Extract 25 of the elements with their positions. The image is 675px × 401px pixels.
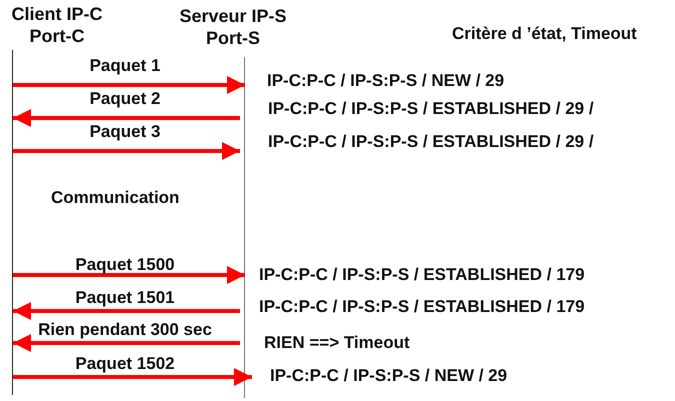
state-text: IP-C:P-C / IP-S:P-S / ESTABLISHED / 29 / xyxy=(268,132,594,152)
arrow xyxy=(13,142,240,160)
arrow xyxy=(13,109,240,127)
state-text: IP-C:P-C / IP-S:P-S / NEW / 29 xyxy=(270,366,508,386)
column-header: Critère d ’état, Timeout xyxy=(452,24,637,44)
edge-label: Paquet 1502 xyxy=(75,354,175,374)
state-text: IP-C:P-C / IP-S:P-S / ESTABLISHED / 179 xyxy=(259,297,585,317)
arrow xyxy=(13,76,245,94)
participant-header: Serveur IP-S Port-S xyxy=(178,5,288,49)
arrow xyxy=(13,334,240,352)
arrow xyxy=(13,266,245,284)
state-text: IP-C:P-C / IP-S:P-S / ESTABLISHED / 29 / xyxy=(268,99,594,119)
edge-label: Paquet 3 xyxy=(90,122,160,142)
arrow xyxy=(13,368,252,386)
section-label: Communication xyxy=(51,188,180,208)
state-text: RIEN ==> Timeout xyxy=(264,333,410,353)
state-text: IP-C:P-C / IP-S:P-S / NEW / 29 xyxy=(267,71,504,91)
state-text: IP-C:P-C / IP-S:P-S / ESTABLISHED / 179 xyxy=(259,265,585,285)
edge-label: Paquet 2 xyxy=(90,89,160,109)
edge-label: Paquet 1 xyxy=(90,56,160,76)
edge-label: Rien pendant 300 sec xyxy=(38,320,212,340)
edge-label: Paquet 1501 xyxy=(75,288,175,308)
edge-label: Paquet 1500 xyxy=(75,255,175,275)
participant-header: Client IP-C Port-C xyxy=(10,3,104,47)
arrow xyxy=(13,302,240,320)
